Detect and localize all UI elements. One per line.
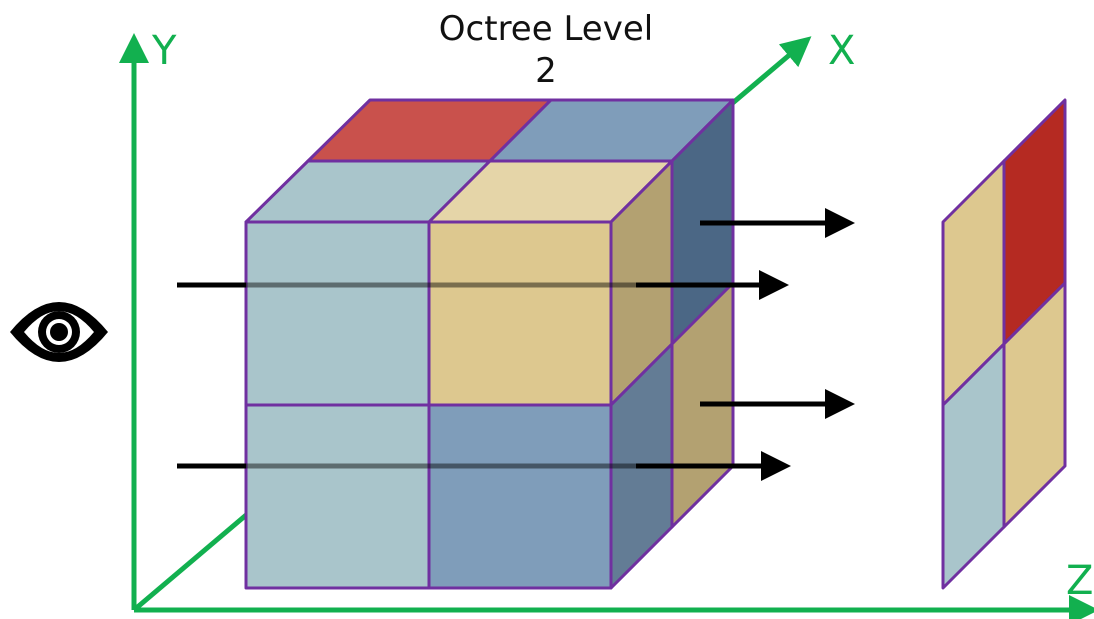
plane-bottom-right-cell <box>1002 281 1067 529</box>
octree-cube <box>244 98 735 590</box>
title-line-1: Octree Level <box>439 9 653 49</box>
x-axis-label: X <box>828 28 855 74</box>
front-lower-left-cell <box>244 403 431 590</box>
front-upper-left-cell <box>244 220 431 407</box>
y-axis-label: Y <box>151 28 177 74</box>
z-axis-label: Z <box>1066 558 1093 604</box>
title-line-2: 2 <box>535 51 557 91</box>
eye-icon <box>10 302 108 362</box>
projection-plane <box>941 98 1067 590</box>
front-lower-right-cell <box>427 403 613 590</box>
rays <box>177 208 855 481</box>
front-upper-right-cell <box>427 220 613 407</box>
